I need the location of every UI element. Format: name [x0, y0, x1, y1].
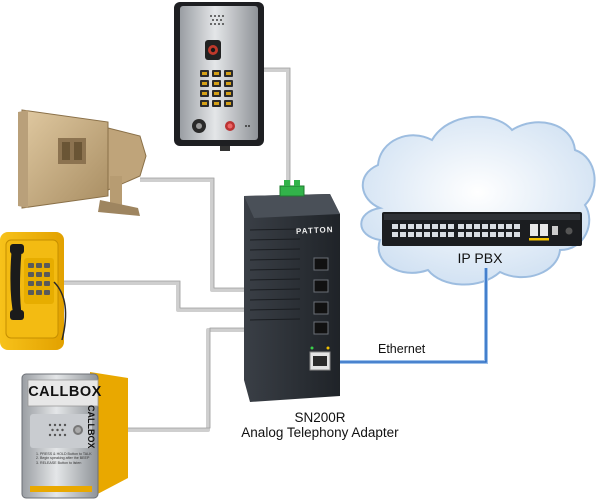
- emergency-phone: [0, 232, 67, 350]
- sn200r-device: [244, 180, 340, 402]
- callbox-instruction: 1. PRESS & HOLD Button to TALK: [36, 452, 92, 456]
- device-caption: SN200R Analog Telephony Adapter: [240, 410, 400, 440]
- callbox: [21, 372, 128, 499]
- device-description: Analog Telephony Adapter: [241, 425, 399, 440]
- pbx-label: IP PBX: [457, 250, 503, 266]
- callbox-instructions: 1. PRESS & HOLD Button to TALK 2. Begin …: [36, 452, 96, 465]
- callbox-label: CALLBOX: [28, 384, 102, 400]
- intercom-station: [174, 2, 264, 151]
- ethernet-link: [322, 268, 488, 364]
- horn-speaker: [18, 109, 147, 216]
- pbx-device: [382, 212, 582, 246]
- callbox-instruction: 2. Begin speaking after the BEEP: [36, 456, 90, 461]
- device-name: SN200R: [294, 410, 346, 425]
- callbox-instruction: 3. RELEASE Button to listen: [36, 460, 82, 465]
- ethernet-label: Ethernet: [378, 342, 426, 356]
